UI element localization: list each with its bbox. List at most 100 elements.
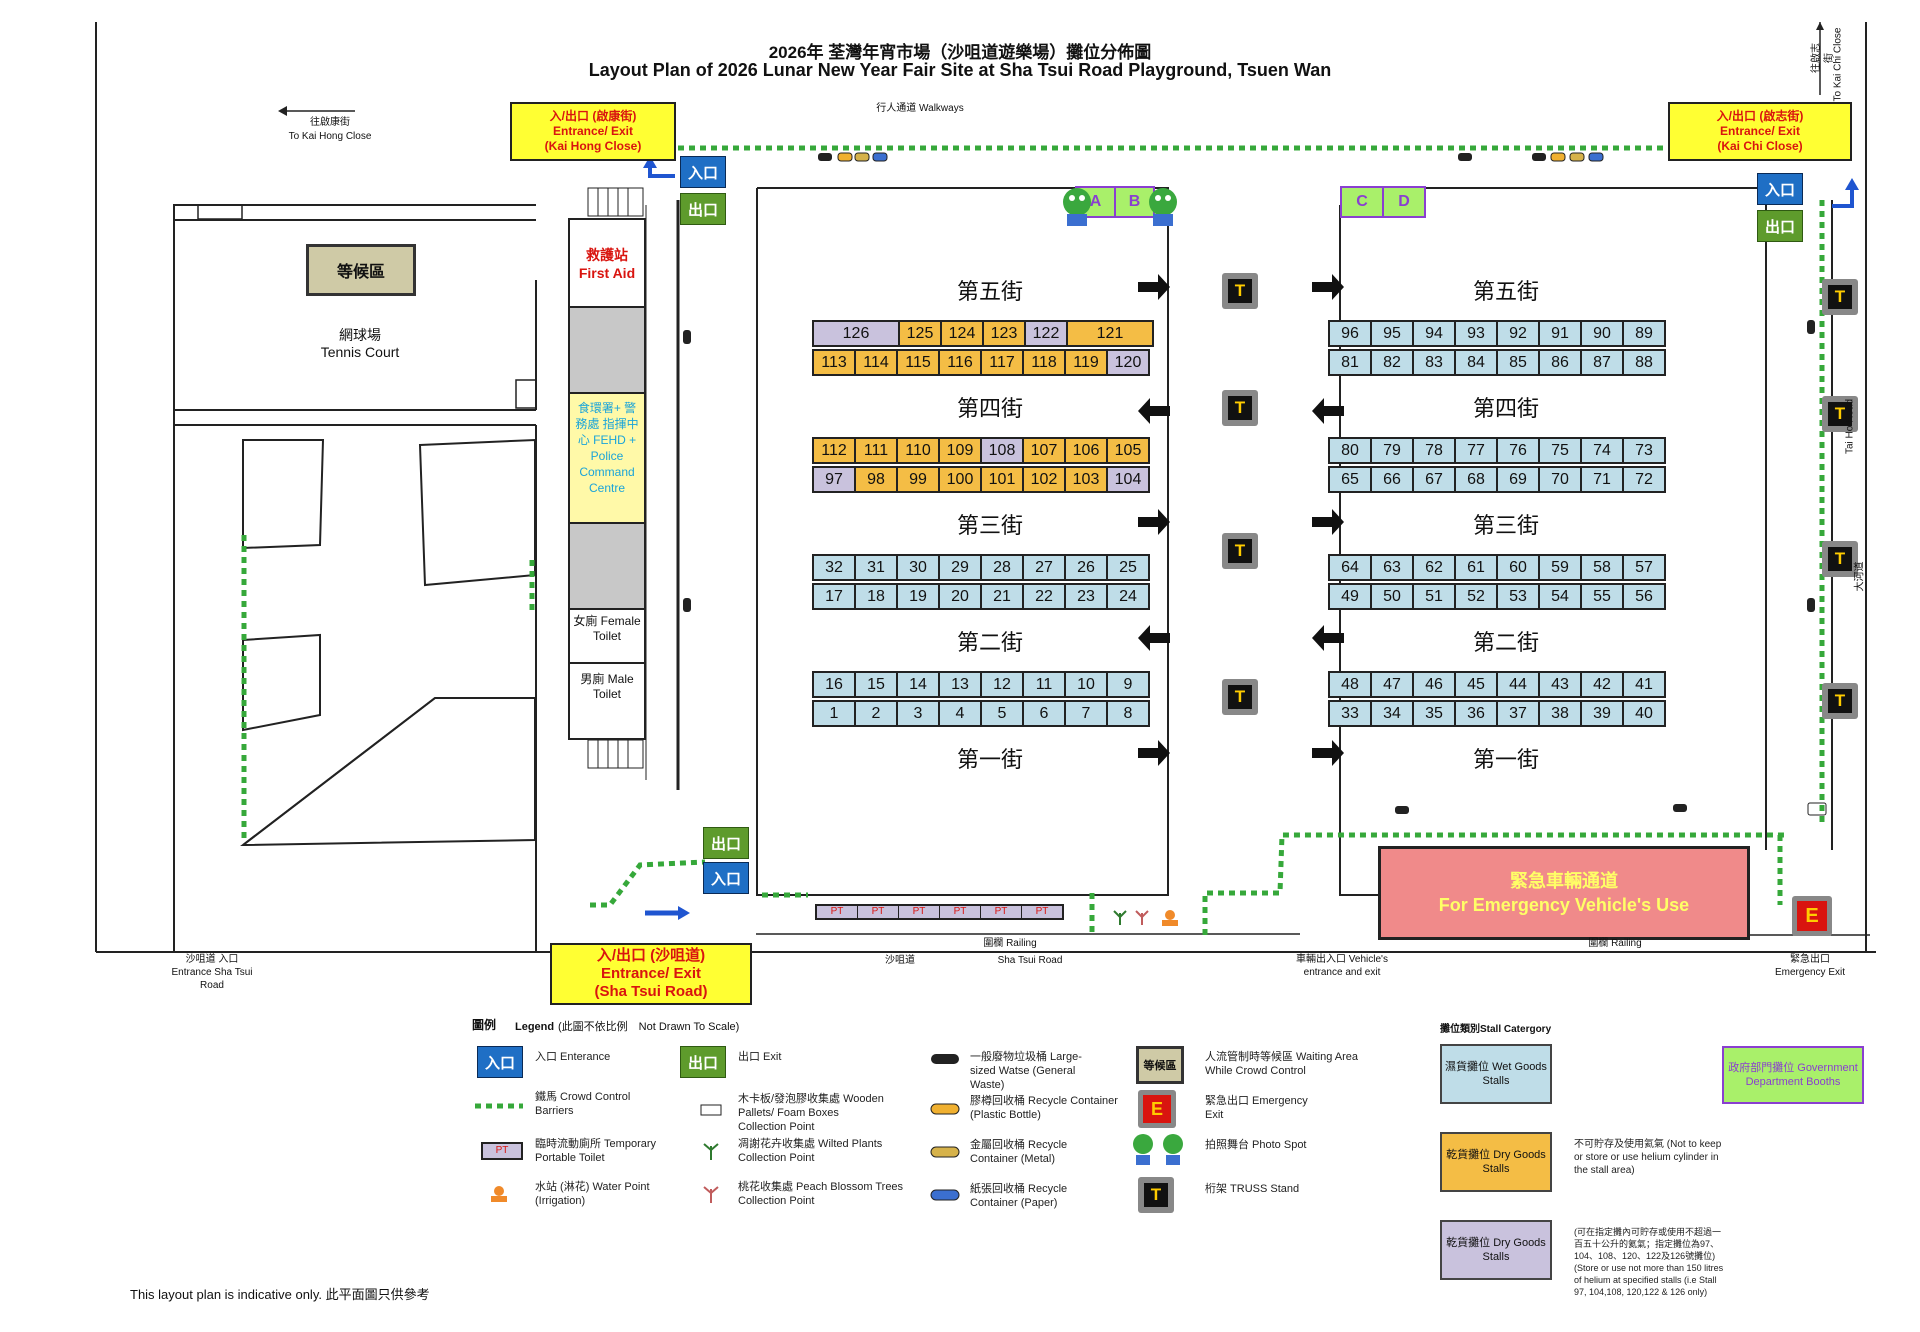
stall-73[interactable]: 73 [1622, 437, 1666, 464]
stall-88[interactable]: 88 [1622, 349, 1666, 376]
stall-58[interactable]: 58 [1580, 554, 1624, 581]
stall-83[interactable]: 83 [1412, 349, 1456, 376]
stall-100[interactable]: 100 [938, 466, 982, 493]
stall-10[interactable]: 10 [1064, 671, 1108, 698]
stall-61[interactable]: 61 [1454, 554, 1498, 581]
stall-119[interactable]: 119 [1064, 349, 1108, 376]
stall-8[interactable]: 8 [1106, 700, 1150, 727]
stall-93[interactable]: 93 [1454, 320, 1498, 347]
stall-12[interactable]: 12 [980, 671, 1024, 698]
stall-56[interactable]: 56 [1622, 583, 1666, 610]
stall-27[interactable]: 27 [1022, 554, 1066, 581]
stall-96[interactable]: 96 [1328, 320, 1372, 347]
stall-34[interactable]: 34 [1370, 700, 1414, 727]
first-aid-station[interactable]: 救護站 First Aid [570, 220, 644, 308]
entrance-sha-tsui[interactable]: 入/出口 (沙咀道) Entrance/ Exit (Sha Tsui Road… [550, 943, 752, 1005]
portable-toilet[interactable]: PT [817, 906, 858, 918]
stall-86[interactable]: 86 [1538, 349, 1582, 376]
stall-46[interactable]: 46 [1412, 671, 1456, 698]
stall-101[interactable]: 101 [980, 466, 1024, 493]
stall-21[interactable]: 21 [980, 583, 1024, 610]
female-toilet[interactable]: 女廁 Female Toilet [570, 610, 644, 664]
stall-37[interactable]: 37 [1496, 700, 1540, 727]
stall-110[interactable]: 110 [896, 437, 940, 464]
portable-toilet[interactable]: PT [940, 906, 981, 918]
entrance-kai-chi[interactable]: 入/出口 (啟志街) Entrance/ Exit (Kai Chi Close… [1668, 102, 1852, 161]
stall-29[interactable]: 29 [938, 554, 982, 581]
stall-47[interactable]: 47 [1370, 671, 1414, 698]
stall-106[interactable]: 106 [1064, 437, 1108, 464]
stall-63[interactable]: 63 [1370, 554, 1414, 581]
stall-108[interactable]: 108 [980, 437, 1024, 464]
stall-99[interactable]: 99 [896, 466, 940, 493]
stall-4[interactable]: 4 [938, 700, 982, 727]
stall-31[interactable]: 31 [854, 554, 898, 581]
stall-126[interactable]: 126 [812, 320, 900, 347]
stall-103[interactable]: 103 [1064, 466, 1108, 493]
male-toilet[interactable]: 男廁 Male Toilet [580, 672, 634, 701]
stall-30[interactable]: 30 [896, 554, 940, 581]
stall-70[interactable]: 70 [1538, 466, 1582, 493]
stall-91[interactable]: 91 [1538, 320, 1582, 347]
stall-49[interactable]: 49 [1328, 583, 1372, 610]
stall-97[interactable]: 97 [812, 466, 856, 493]
stall-125[interactable]: 125 [898, 320, 942, 347]
stall-23[interactable]: 23 [1064, 583, 1108, 610]
stall-109[interactable]: 109 [938, 437, 982, 464]
stall-16[interactable]: 16 [812, 671, 856, 698]
stall-77[interactable]: 77 [1454, 437, 1498, 464]
stall-15[interactable]: 15 [854, 671, 898, 698]
stall-19[interactable]: 19 [896, 583, 940, 610]
booth-d[interactable]: D [1384, 186, 1426, 218]
stall-26[interactable]: 26 [1064, 554, 1108, 581]
stall-80[interactable]: 80 [1328, 437, 1372, 464]
stall-71[interactable]: 71 [1580, 466, 1624, 493]
stall-105[interactable]: 105 [1106, 437, 1150, 464]
stall-44[interactable]: 44 [1496, 671, 1540, 698]
stall-2[interactable]: 2 [854, 700, 898, 727]
stall-65[interactable]: 65 [1328, 466, 1372, 493]
stall-50[interactable]: 50 [1370, 583, 1414, 610]
stall-52[interactable]: 52 [1454, 583, 1498, 610]
stall-57[interactable]: 57 [1622, 554, 1666, 581]
stall-68[interactable]: 68 [1454, 466, 1498, 493]
stall-9[interactable]: 9 [1106, 671, 1150, 698]
stall-115[interactable]: 115 [896, 349, 940, 376]
stall-55[interactable]: 55 [1580, 583, 1624, 610]
stall-42[interactable]: 42 [1580, 671, 1624, 698]
stall-74[interactable]: 74 [1580, 437, 1624, 464]
stall-84[interactable]: 84 [1454, 349, 1498, 376]
stall-121[interactable]: 121 [1066, 320, 1154, 347]
stall-87[interactable]: 87 [1580, 349, 1624, 376]
stall-43[interactable]: 43 [1538, 671, 1582, 698]
stall-104[interactable]: 104 [1106, 466, 1150, 493]
booth-c[interactable]: C [1340, 186, 1384, 218]
stall-24[interactable]: 24 [1106, 583, 1150, 610]
stall-66[interactable]: 66 [1370, 466, 1414, 493]
stall-114[interactable]: 114 [854, 349, 898, 376]
stall-85[interactable]: 85 [1496, 349, 1540, 376]
stall-45[interactable]: 45 [1454, 671, 1498, 698]
entrance-kai-hong[interactable]: 入/出口 (啟康街) Entrance/ Exit (Kai Hong Clos… [510, 102, 676, 161]
stall-120[interactable]: 120 [1106, 349, 1150, 376]
stall-111[interactable]: 111 [854, 437, 898, 464]
portable-toilet[interactable]: PT [899, 906, 940, 918]
stall-5[interactable]: 5 [980, 700, 1024, 727]
stall-69[interactable]: 69 [1496, 466, 1540, 493]
stall-32[interactable]: 32 [812, 554, 856, 581]
stall-76[interactable]: 76 [1496, 437, 1540, 464]
stall-48[interactable]: 48 [1328, 671, 1372, 698]
stall-118[interactable]: 118 [1022, 349, 1066, 376]
stall-122[interactable]: 122 [1024, 320, 1068, 347]
stall-123[interactable]: 123 [982, 320, 1026, 347]
stall-39[interactable]: 39 [1580, 700, 1624, 727]
stall-18[interactable]: 18 [854, 583, 898, 610]
stall-59[interactable]: 59 [1538, 554, 1582, 581]
stall-22[interactable]: 22 [1022, 583, 1066, 610]
stall-92[interactable]: 92 [1496, 320, 1540, 347]
stall-102[interactable]: 102 [1022, 466, 1066, 493]
stall-13[interactable]: 13 [938, 671, 982, 698]
stall-14[interactable]: 14 [896, 671, 940, 698]
stall-11[interactable]: 11 [1022, 671, 1066, 698]
stall-36[interactable]: 36 [1454, 700, 1498, 727]
